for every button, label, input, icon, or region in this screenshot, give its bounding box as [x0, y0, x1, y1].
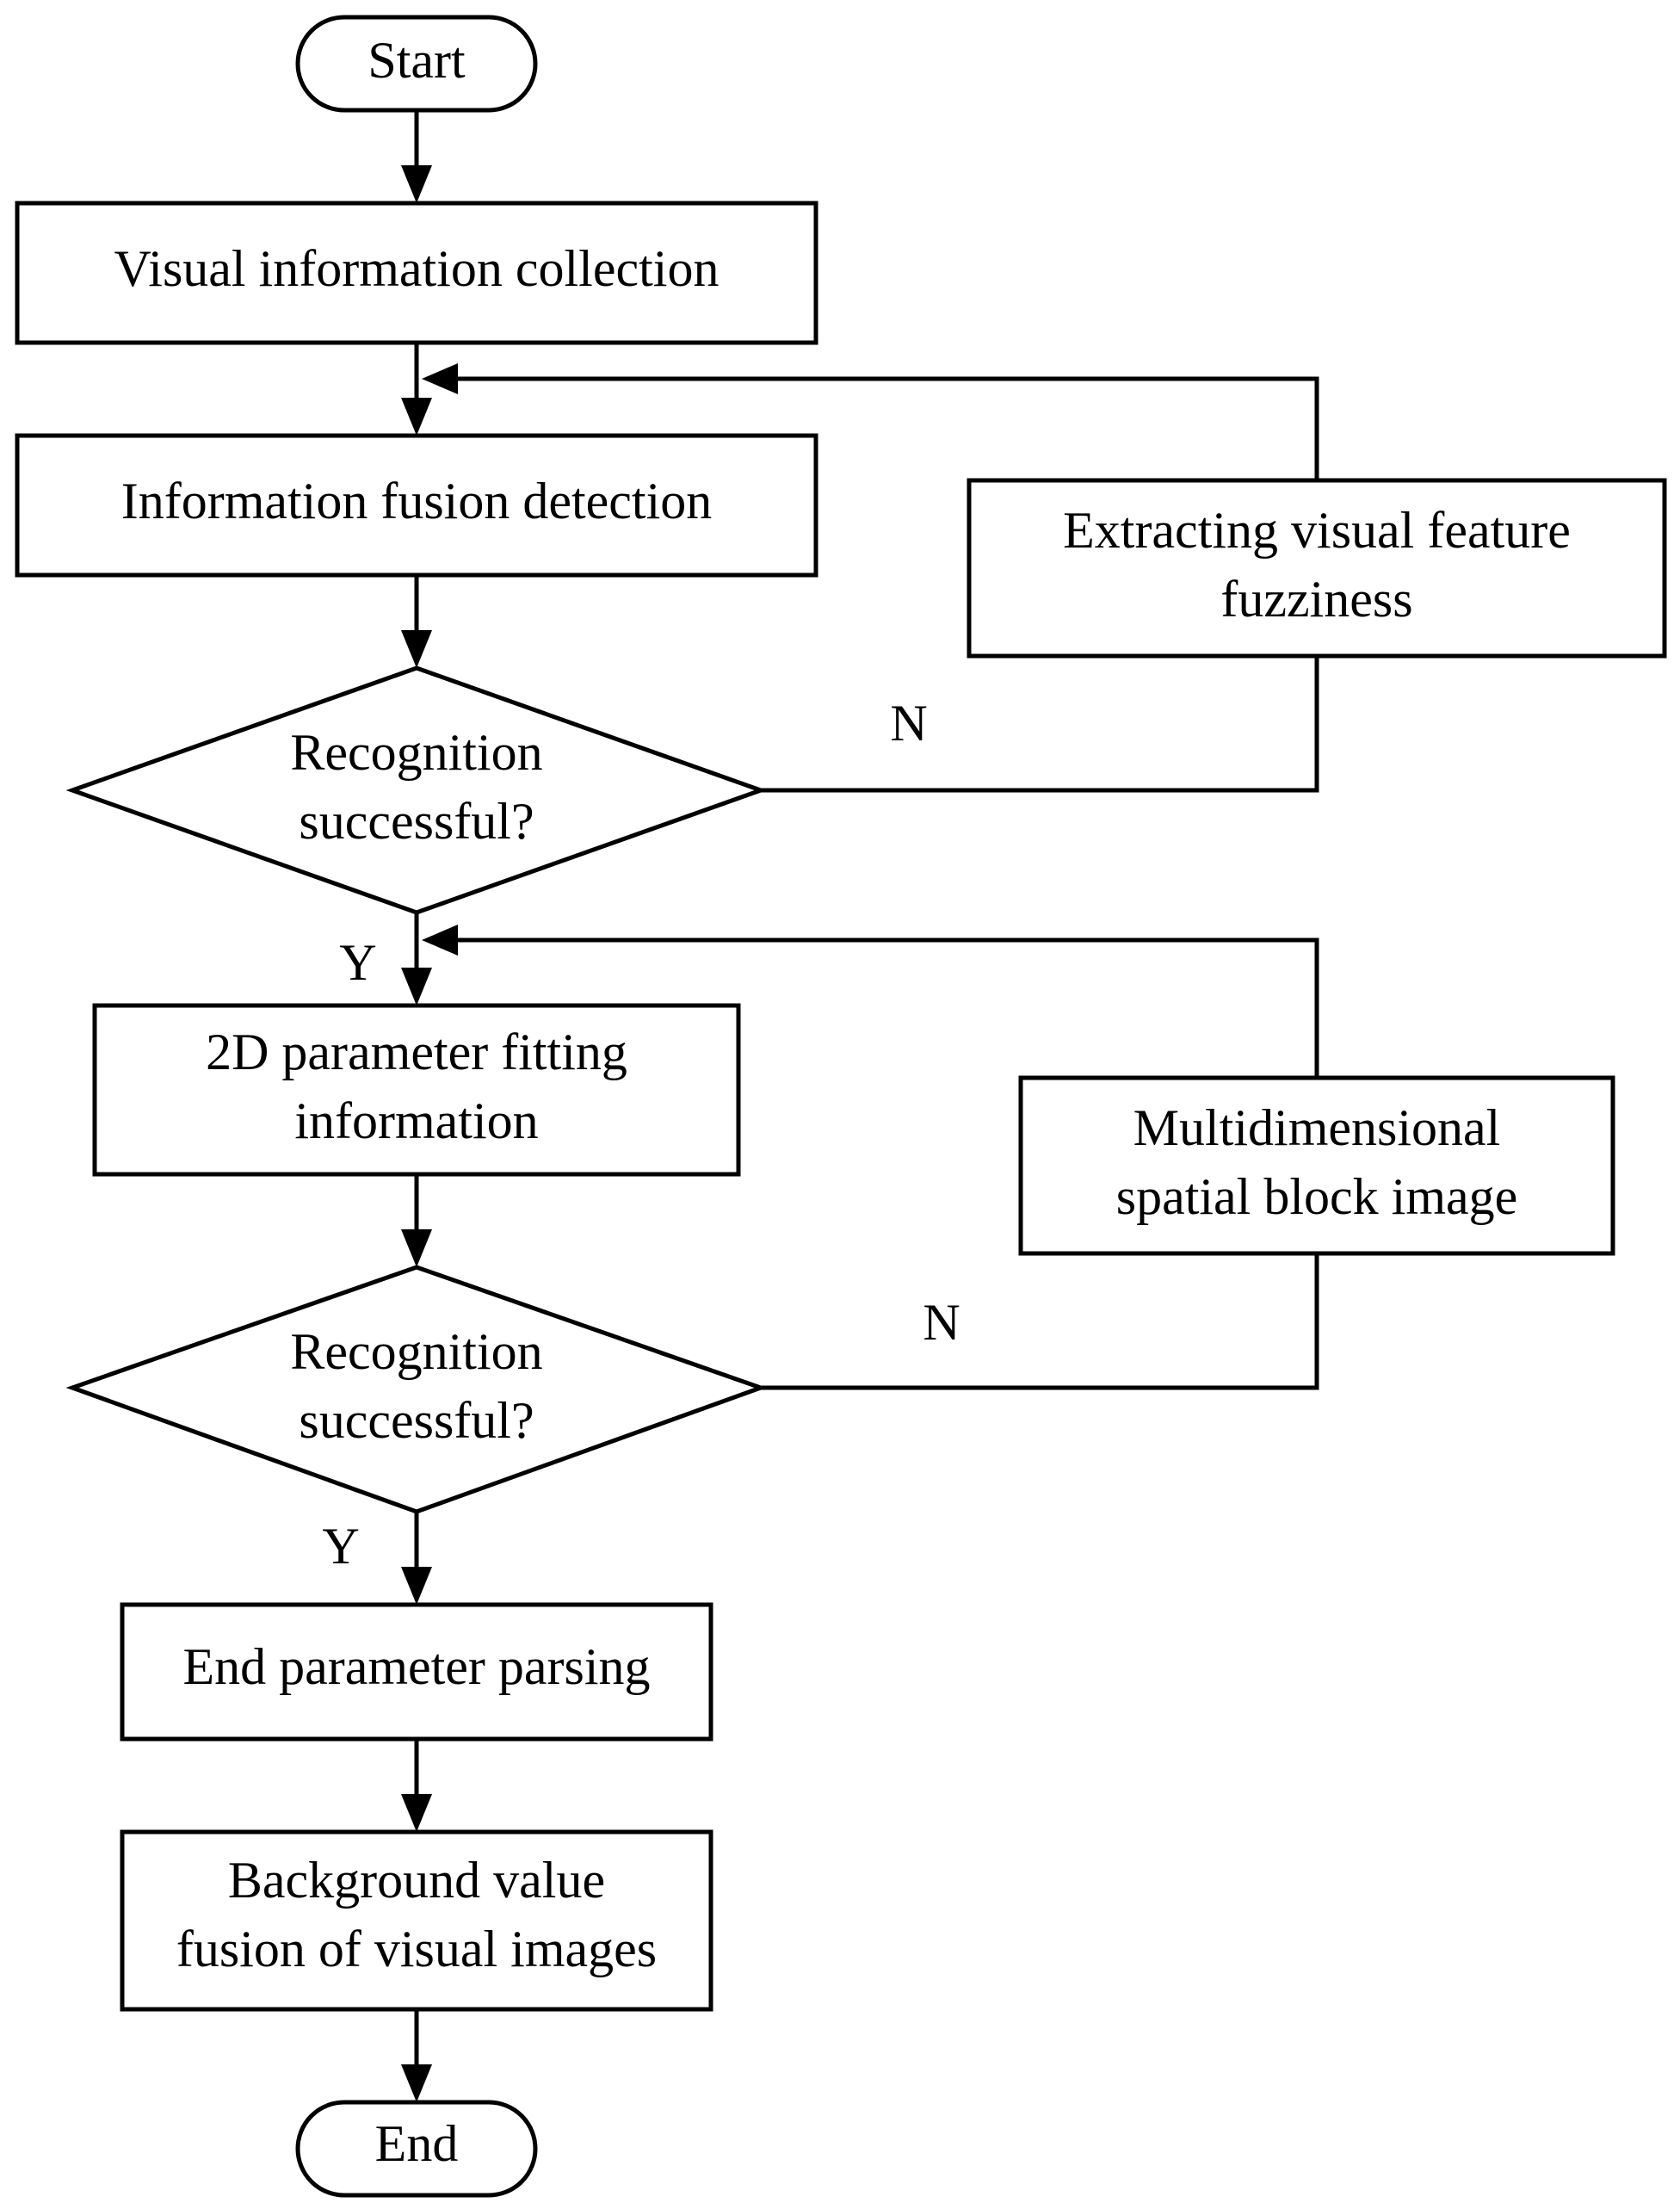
edge-label-decision1-yes: Y	[339, 934, 376, 991]
decision-recognition-successful-2: Recognition successful?	[65, 1265, 768, 1514]
process-label-line-1: Extracting visual feature	[1063, 502, 1571, 559]
process-label-line-2: information	[294, 1092, 538, 1149]
start-label: Start	[368, 32, 466, 89]
connectors	[401, 110, 1319, 2102]
process-label-line-1: Background value	[228, 1852, 605, 1909]
arrowhead	[401, 398, 432, 436]
arrowhead	[401, 630, 432, 668]
loop-extracting-to-join	[456, 376, 1319, 480]
loop-multidimensional-to-join	[456, 937, 1319, 1078]
start-node: Start	[295, 15, 538, 113]
loop-decision2-to-multidimensional	[761, 1253, 1319, 1390]
end-label: End	[375, 2115, 459, 2172]
process-visual-information-collection: Visual information collection	[15, 201, 818, 345]
process-end-parameter-parsing: End parameter parsing	[120, 1602, 713, 1742]
decision-label-line-1: Recognition	[290, 724, 542, 781]
process-label-line-2: spatial block image	[1116, 1168, 1518, 1225]
arrowhead	[401, 165, 432, 203]
arrowhead	[401, 968, 432, 1005]
process-label-line-2: fusion of visual images	[176, 1921, 657, 1977]
process-label: Information fusion detection	[121, 473, 712, 529]
edge-label-decision1-no: N	[890, 695, 927, 752]
arrowhead	[401, 1567, 432, 1605]
edge-label-decision2-yes: Y	[322, 1518, 359, 1575]
arrowhead	[422, 363, 458, 394]
process-information-fusion-detection: Information fusion detection	[15, 433, 818, 578]
edge-label-decision2-no: N	[923, 1294, 960, 1351]
decision-label-line-1: Recognition	[290, 1323, 542, 1380]
process-label-line-1: 2D parameter fitting	[206, 1024, 627, 1080]
process-label-line-2: fuzziness	[1220, 571, 1412, 628]
arrowhead	[401, 1229, 432, 1267]
process-label: End parameter parsing	[182, 1638, 650, 1695]
loop-decision1-to-extracting	[761, 656, 1319, 793]
arrowhead	[401, 1794, 432, 1832]
process-extracting-visual-feature-fuzziness: Extracting visual feature fuzziness	[967, 478, 1667, 659]
process-2d-parameter-fitting: 2D parameter fitting information	[92, 1003, 741, 1177]
decision-label-line-2: successful?	[299, 1392, 534, 1449]
decision-label-line-2: successful?	[299, 793, 534, 850]
process-label-line-1: Multidimensional	[1133, 1099, 1501, 1156]
process-multidimensional-spatial-block-image: Multidimensional spatial block image	[1018, 1075, 1615, 1256]
process-background-value-fusion: Background value fusion of visual images	[120, 1829, 713, 2012]
process-label: Visual information collection	[114, 240, 720, 297]
arrowhead	[401, 2064, 432, 2102]
end-node: End	[295, 2100, 538, 2198]
decision-recognition-successful-1: Recognition successful?	[65, 665, 768, 915]
arrowhead	[422, 925, 458, 956]
